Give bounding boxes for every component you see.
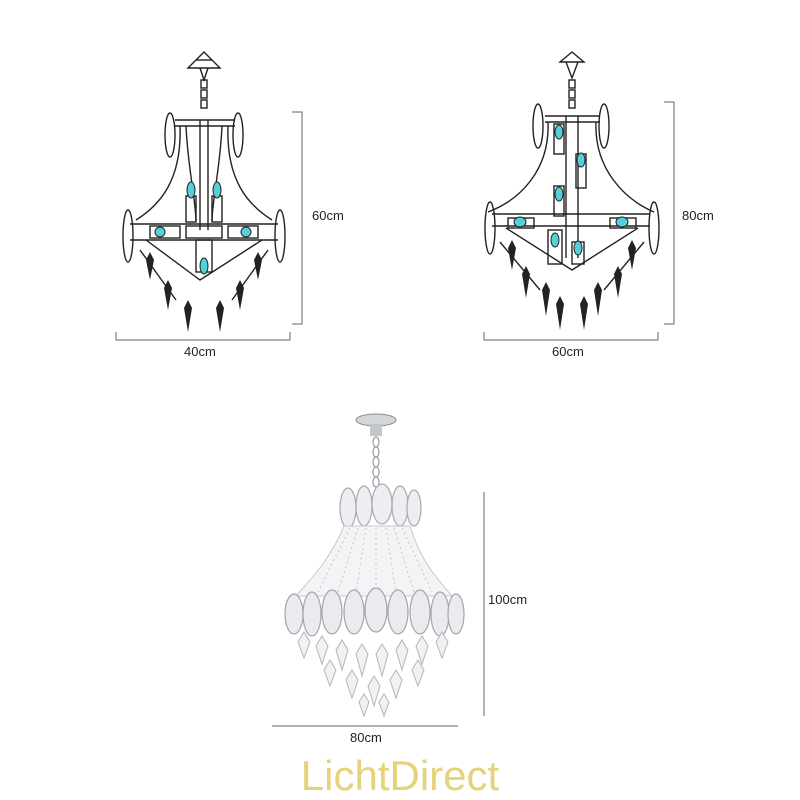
small-height-label: 60cm	[312, 208, 344, 223]
medium-chandelier-bulbs	[513, 124, 629, 256]
medium-width-label: 60cm	[552, 344, 584, 359]
small-dimension-lines	[115, 111, 303, 341]
large-chandelier-photo	[284, 413, 465, 718]
medium-chandelier-pendants	[508, 240, 636, 330]
small-width-label: 40cm	[184, 344, 216, 359]
medium-chandelier-drawing	[484, 51, 660, 291]
large-width-label: 80cm	[350, 730, 382, 745]
small-chandelier-pendants	[146, 252, 262, 332]
medium-height-label: 80cm	[682, 208, 714, 223]
logo-wordmark: LichtDirect	[301, 752, 500, 799]
small-chandelier-drawing	[122, 51, 286, 301]
large-height-label: 100cm	[488, 592, 528, 607]
large-dimension-lines	[272, 492, 485, 727]
medium-dimension-lines	[483, 101, 675, 341]
small-chandelier-bulbs	[154, 181, 252, 275]
lichtdirect-logo: LichtDirect	[301, 752, 500, 799]
